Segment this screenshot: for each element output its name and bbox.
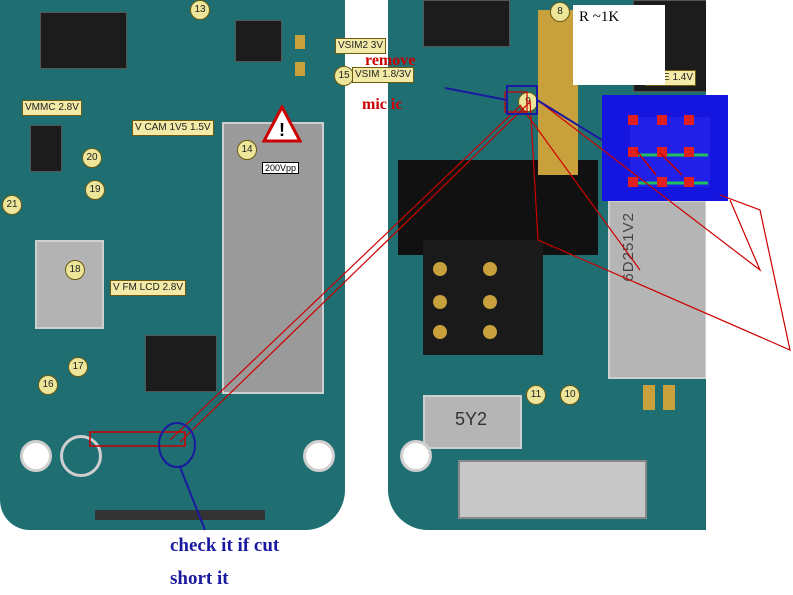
black-trace-area xyxy=(398,160,598,255)
voltage-label: V CAM 1V5 1.5V xyxy=(132,120,214,136)
leader-line xyxy=(539,101,762,272)
voltage-label: VSIM2 3V xyxy=(335,38,387,54)
vibra-motor: 5Y2 xyxy=(423,395,522,449)
marker-badge: 19 xyxy=(85,180,105,200)
mic-pad xyxy=(60,435,102,477)
flex-strip xyxy=(538,10,578,175)
marker-badge: 11 xyxy=(526,385,546,405)
remove-ic-note: remove xyxy=(365,52,416,69)
voltage-label: V FM LCD 2.8V xyxy=(110,280,187,296)
sim-pad xyxy=(433,262,447,276)
ic-chip xyxy=(423,0,510,47)
leader-line xyxy=(519,104,641,271)
memory-card-slot: 6D251V2 xyxy=(608,200,706,379)
pad xyxy=(663,385,675,410)
screw-hole xyxy=(20,440,52,472)
resistor-note-box: R ~1K xyxy=(573,5,665,85)
shield-can xyxy=(35,240,104,329)
marker-badge: 8 xyxy=(550,2,570,22)
sim-pad xyxy=(483,262,497,276)
pcb-right-board: 6D251V2 5Y2 8 9 10 11 xyxy=(388,0,706,530)
leader-line xyxy=(169,105,521,441)
zoom-inset xyxy=(602,95,728,201)
sim-pad xyxy=(483,295,497,309)
chip-text: 5Y2 xyxy=(455,409,488,429)
connector-chip xyxy=(145,335,217,392)
sim-pad xyxy=(483,325,497,339)
sim-pad xyxy=(433,295,447,309)
sim-pad xyxy=(433,325,447,339)
marker-badge: 17 xyxy=(68,357,88,377)
marker-badge: 10 xyxy=(560,385,580,405)
marker-badge: 13 xyxy=(190,0,210,20)
ic-chip xyxy=(235,20,282,62)
pcb-left-board: VMMC 2.8V V CAM 1V5 1.5V V FM LCD 2.8V 1… xyxy=(0,0,345,530)
pointer-line xyxy=(444,87,508,101)
highlight-box xyxy=(89,431,186,447)
pad xyxy=(643,385,655,410)
remove-ic-note: mic ic xyxy=(362,96,403,113)
svg-text:!: ! xyxy=(279,120,285,140)
short-it-note: short it xyxy=(170,568,229,589)
leader-line xyxy=(179,101,531,443)
voltage-label: VMMC 2.8V xyxy=(22,100,82,116)
pad xyxy=(295,62,305,76)
warning-label: 200Vpp xyxy=(262,162,300,174)
pointer-line xyxy=(179,466,206,531)
marker-badge: 18 xyxy=(65,260,85,280)
resistor-note: R ~1K xyxy=(579,9,620,25)
marker-badge: 14 xyxy=(237,140,257,160)
edge-connector xyxy=(95,510,265,520)
ic-chip xyxy=(30,125,62,172)
connector-chip xyxy=(40,12,127,69)
leader-line xyxy=(529,99,791,352)
marker-badge: 21 xyxy=(2,195,22,215)
warning-icon: ! xyxy=(262,105,302,143)
check-cut-note: check it if cut xyxy=(170,535,280,556)
voltage-label: VSIM 1.8/3V xyxy=(352,67,415,83)
check-circle xyxy=(158,422,196,468)
screw-hole xyxy=(400,440,432,472)
usb-connector xyxy=(458,460,647,519)
screw-hole xyxy=(303,440,335,472)
pad xyxy=(295,35,305,49)
pointer-line xyxy=(536,99,603,141)
marker-badge: 20 xyxy=(82,148,102,168)
highlight-box xyxy=(504,91,528,113)
marker-badge: 16 xyxy=(38,375,58,395)
